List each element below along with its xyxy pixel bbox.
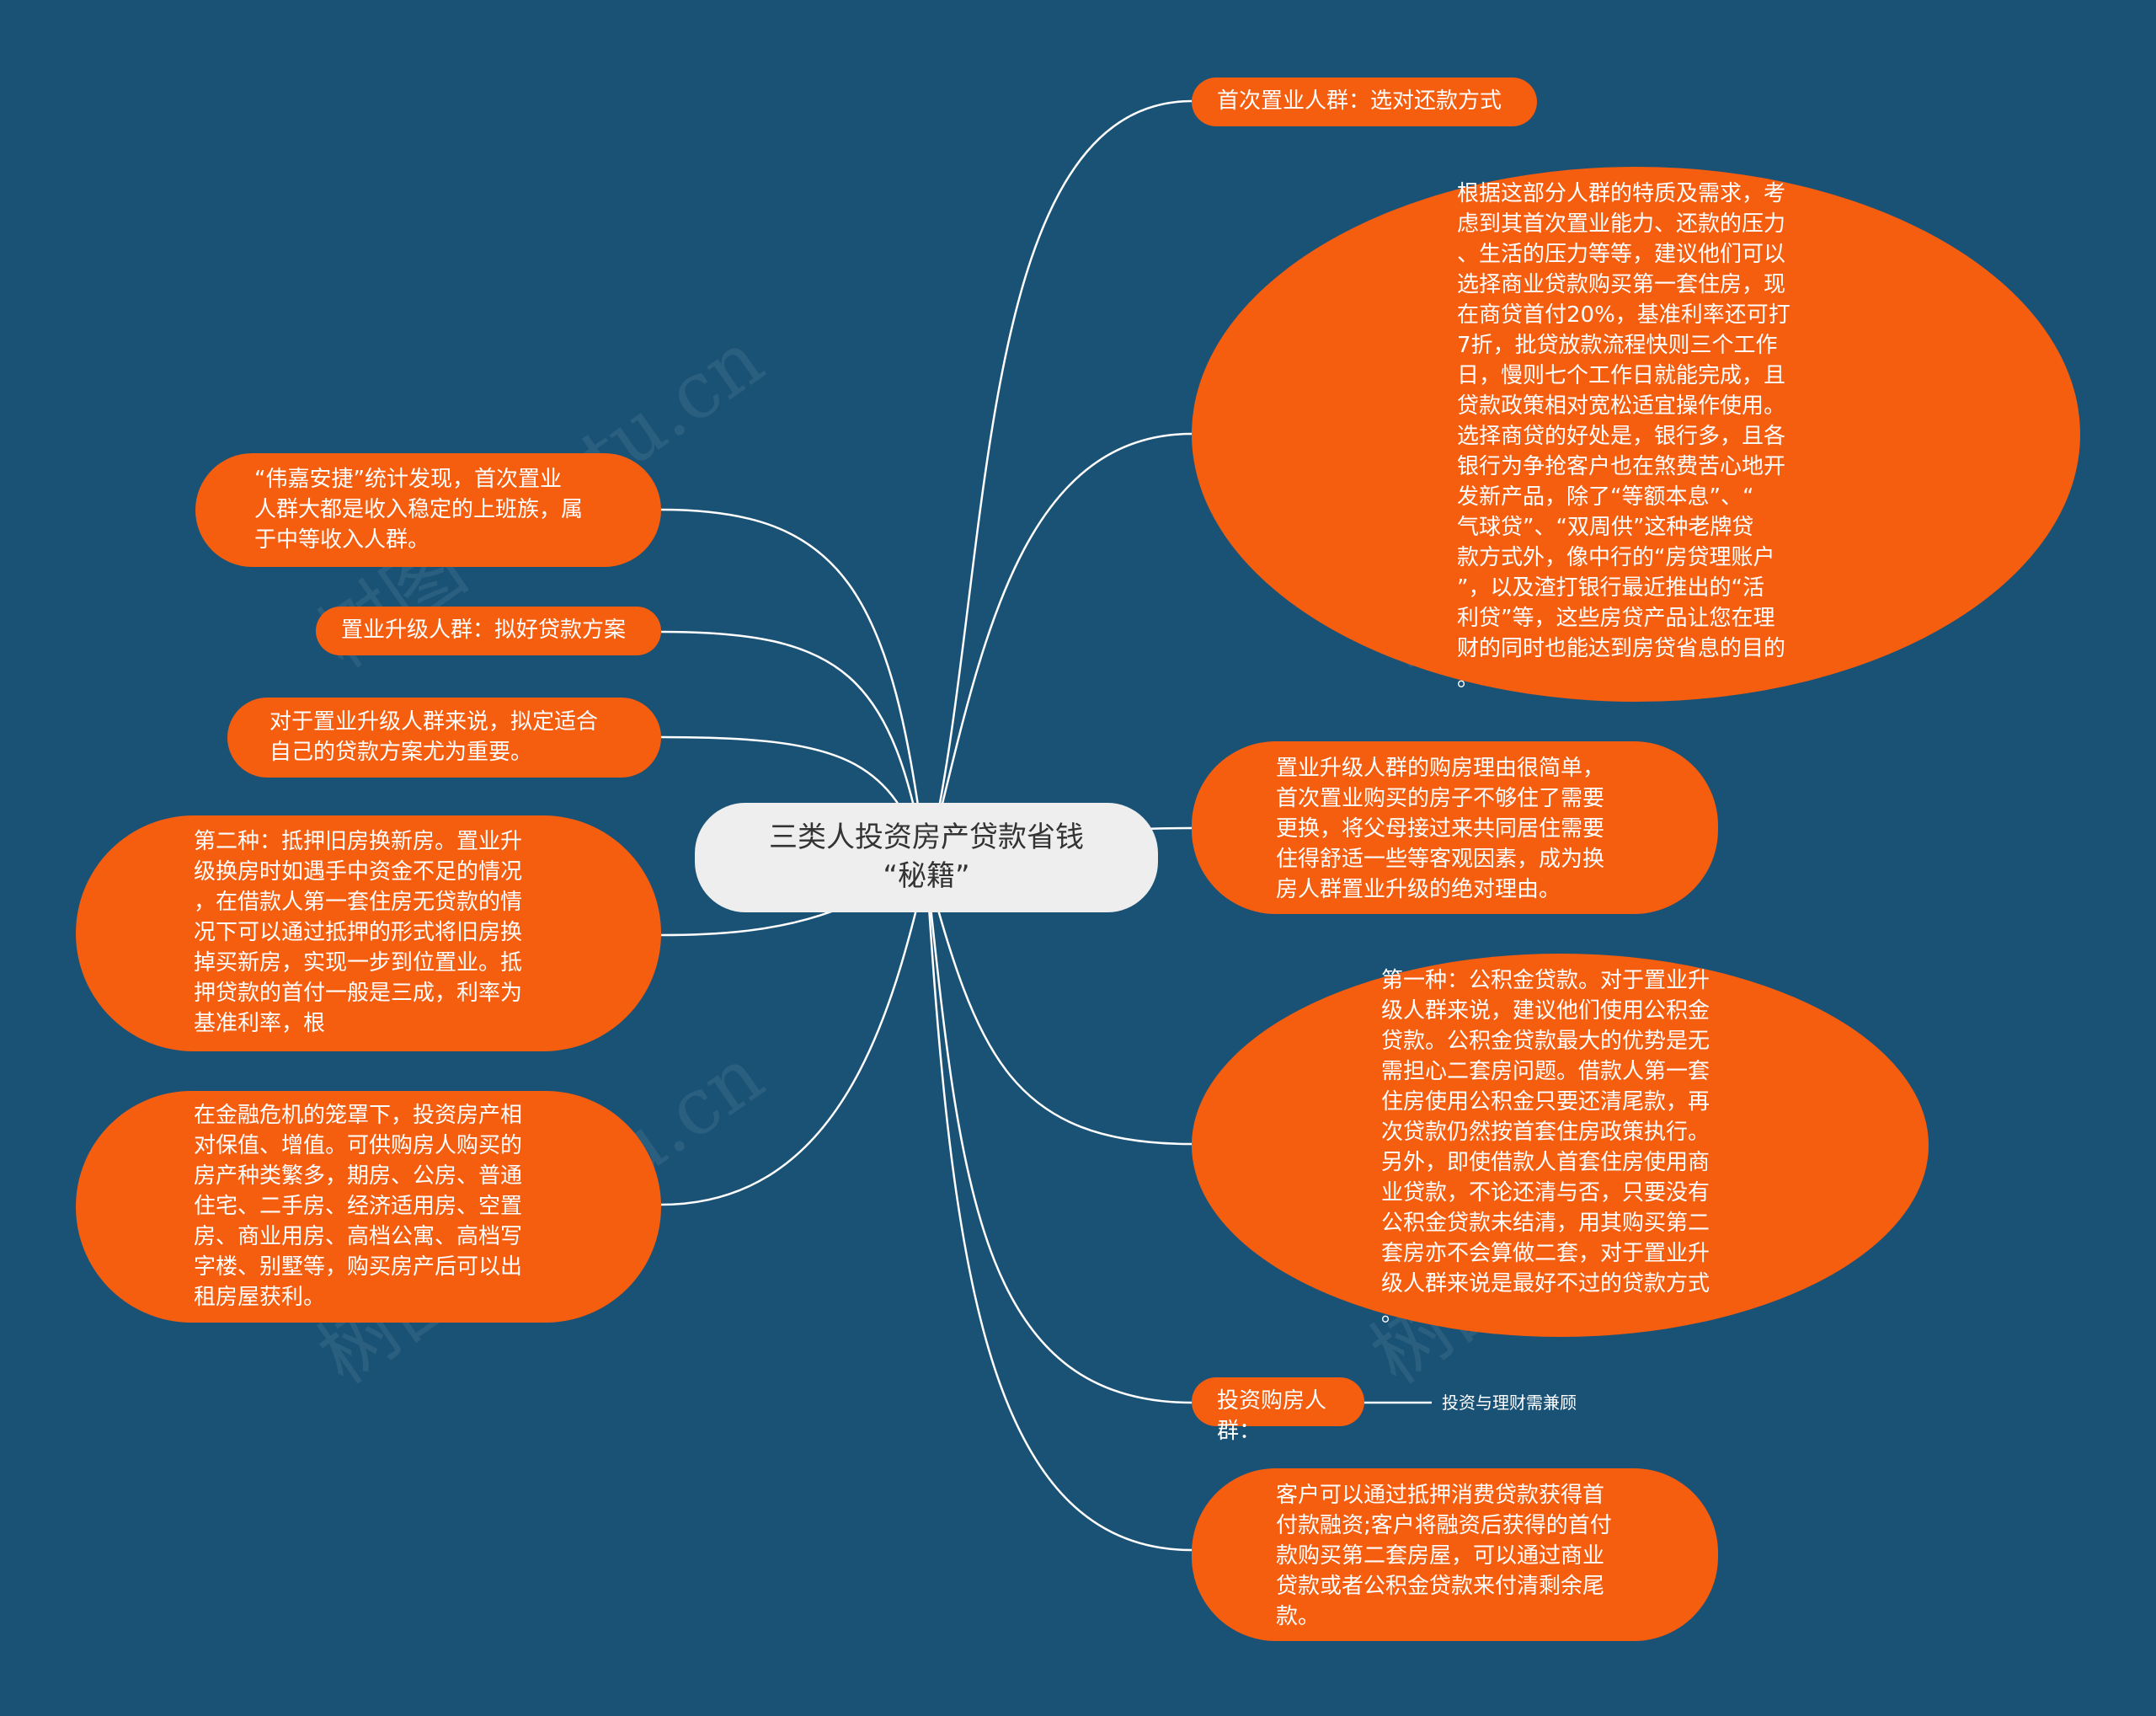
node-first-time-buyers[interactable]: 首次置业人群：选对还款方式 [1192,78,1537,126]
node-investment-note[interactable]: 投资与理财需兼顾 [1442,1393,1577,1413]
center-topic[interactable]: 三类人投资房产贷款省钱 “秘籍” [695,803,1158,912]
link-l5 [660,867,928,1206]
node-loan-plan[interactable]: 对于置业升级人群来说，拟定适合 自己的贷款方案尤为重要。 [227,698,661,778]
node-mortgage-consumer-loan[interactable]: 客户可以通过抵押消费贷款获得首 付款融资;客户将融资后获得的首付 款购买第二套房… [1192,1468,1718,1641]
link-l2 [660,630,928,869]
node-mortgage-old-house[interactable]: 第二种：抵押旧房换新房。置业升 级换房时如遇手中资金不足的情况 ，在借款人第一套… [76,815,661,1051]
link-r1 [925,99,1193,869]
link-l1 [660,508,928,869]
node-investment-value[interactable]: 在金融危机的笼罩下，投资房产相 对保值、增值。可供购房人购买的 房产种类繁多，期… [76,1091,661,1323]
node-investment-buyers[interactable]: 投资购房人群： [1192,1377,1364,1444]
link-r4 [925,867,1193,1146]
node-upgrade-buyers[interactable]: 置业升级人群：拟好贷款方案 [316,607,661,655]
node-provident-fund-loan[interactable]: 第一种：公积金贷款。对于置业升 级人群来说，建议他们使用公积金 贷款。公积金贷款… [1192,954,1929,1337]
node-upgrade-reason[interactable]: 置业升级人群的购房理由很简单， 首次置业购买的房子不够住了需要 更换，将父母接过… [1192,741,1718,914]
link-r5 [925,867,1193,1404]
link-r2 [925,432,1193,869]
node-statistics-finding[interactable]: “伟嘉安捷”统计发现，首次置业 人群大都是收入稳定的上班族，属 于中等收入人群。 [195,453,661,567]
link-r6 [925,867,1193,1552]
node-commercial-loan-detail[interactable]: 根据这部分人群的特质及需求，考 虑到其首次置业能力、还款的压力 、生活的压力等等… [1192,167,2080,702]
